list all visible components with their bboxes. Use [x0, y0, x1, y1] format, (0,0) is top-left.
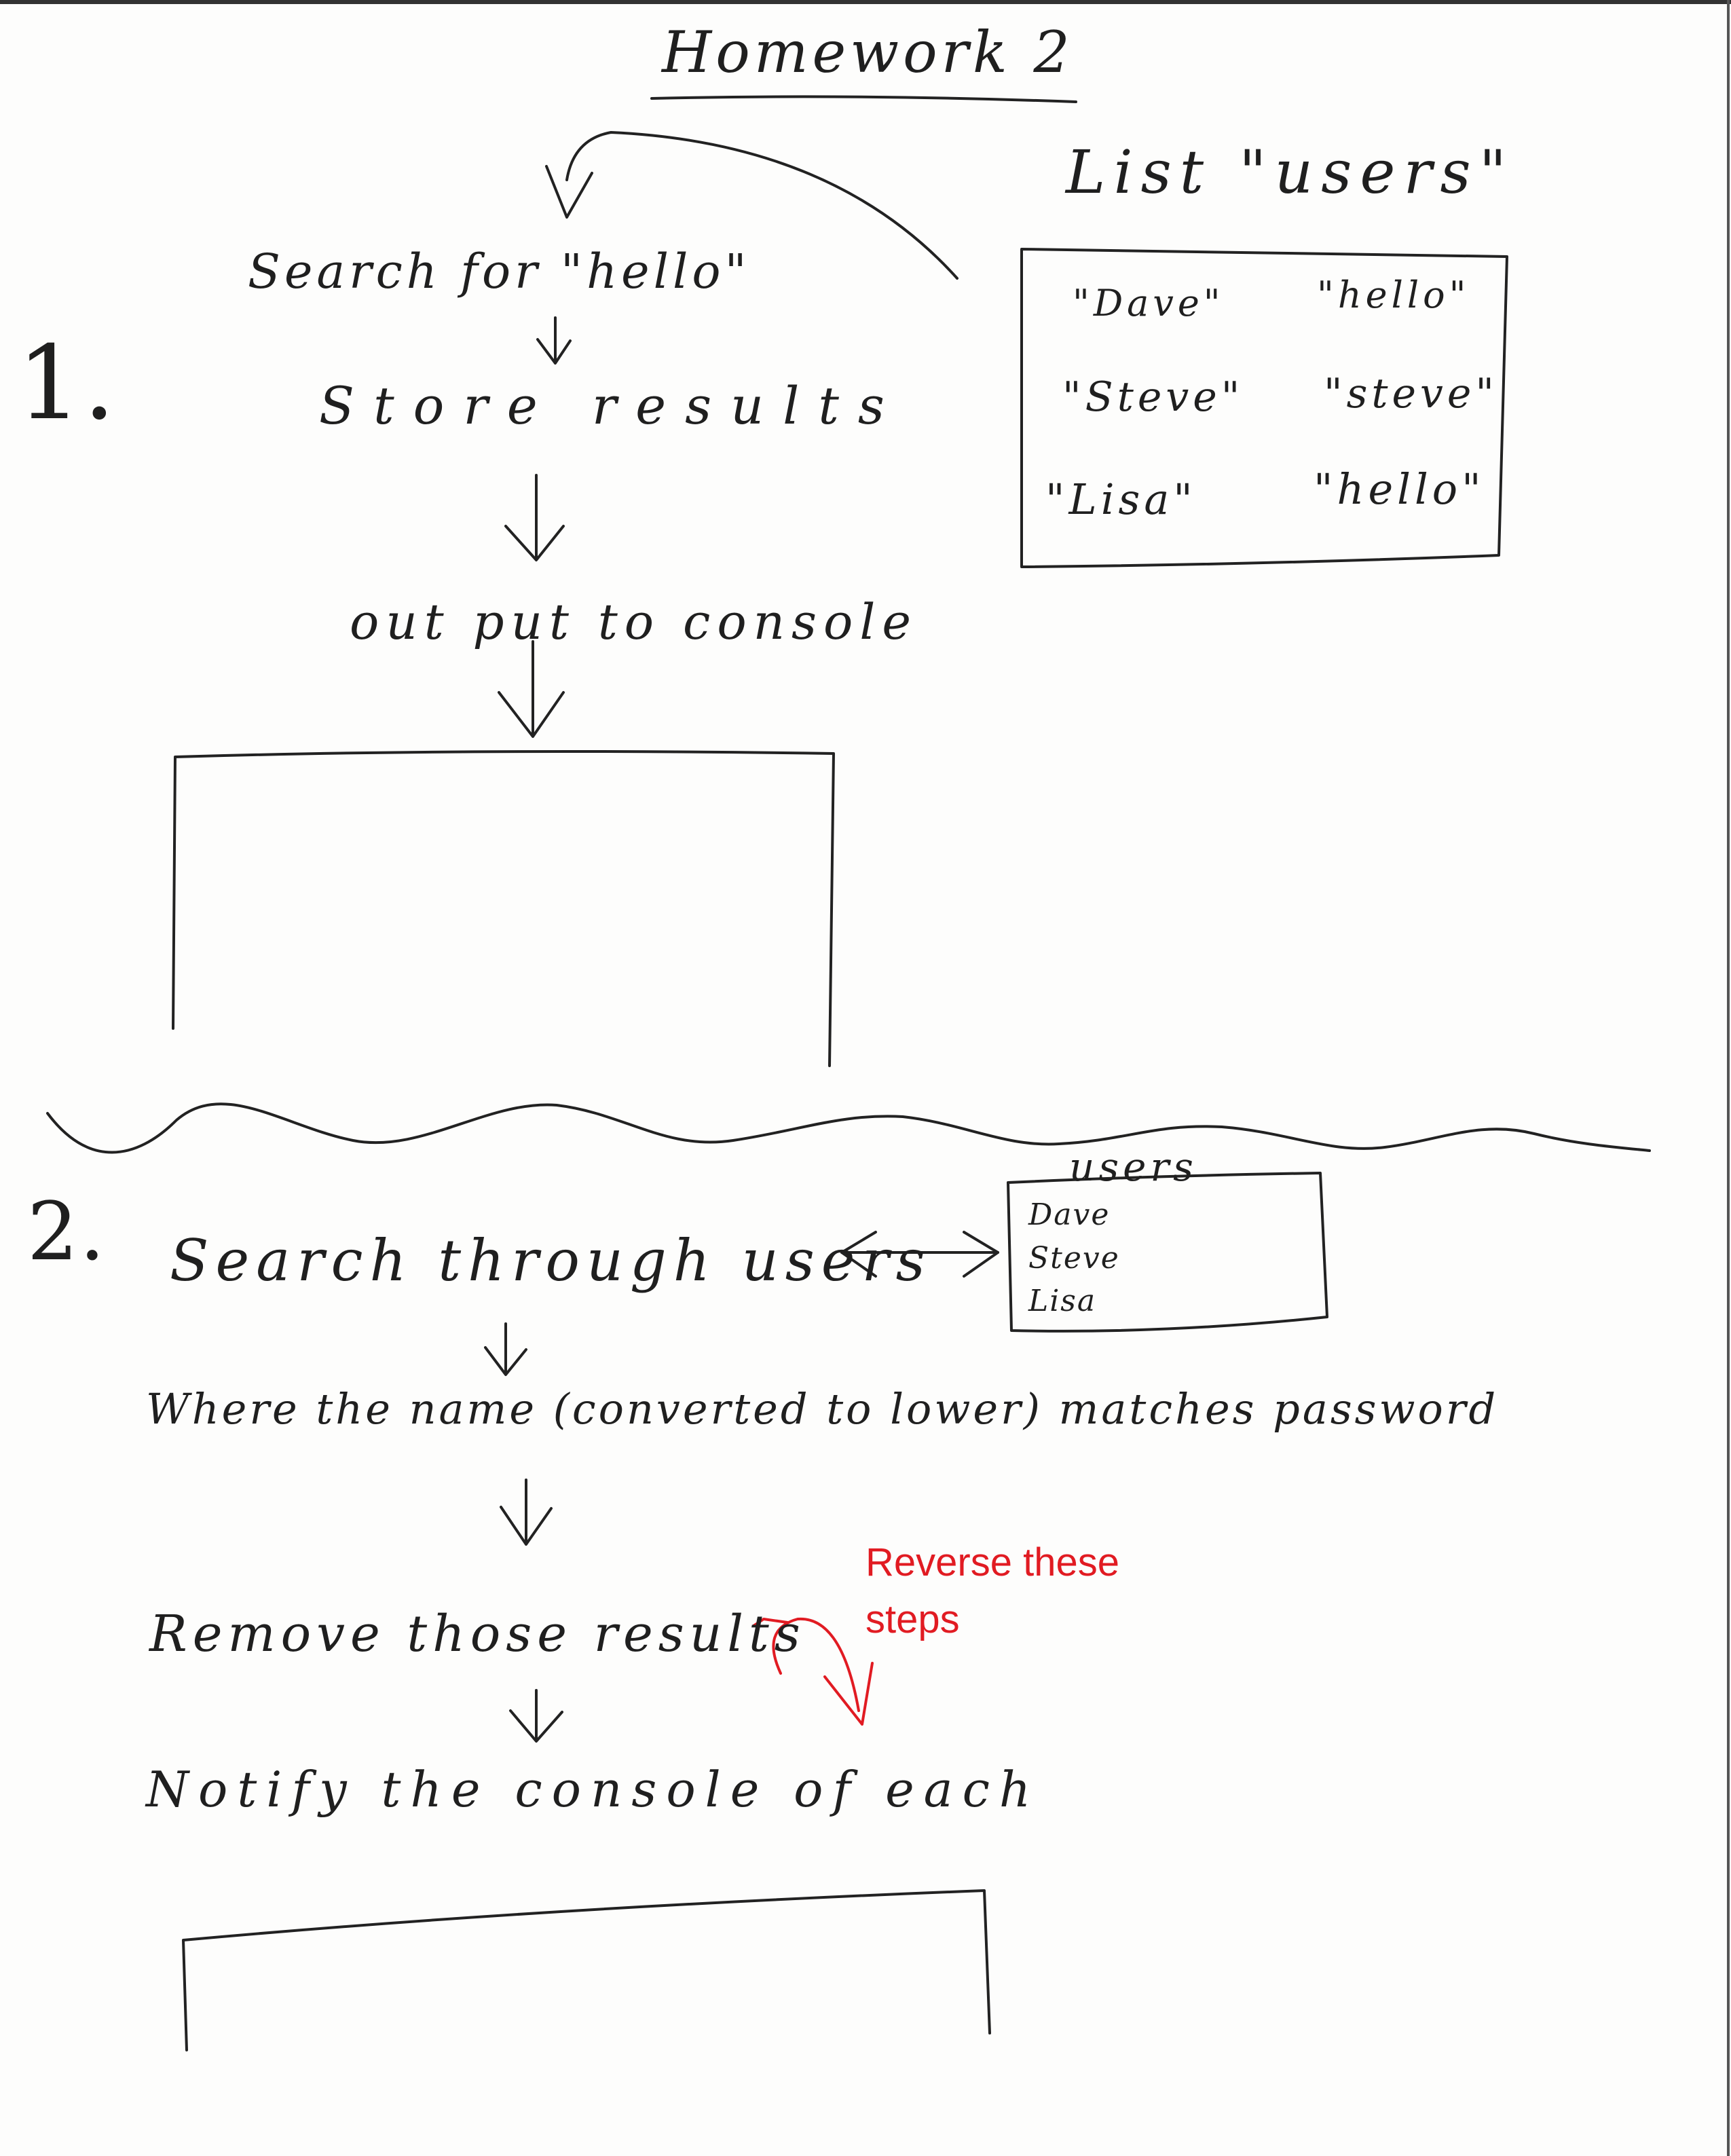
curved-arrow-head [545, 165, 593, 219]
down-arrow-4 [484, 1322, 527, 1376]
users-box-title: users [1069, 1144, 1197, 1190]
down-arrow-6 [509, 1689, 563, 1743]
list-item: "hello" [1314, 464, 1485, 514]
wavy-divider [46, 1102, 1651, 1154]
users-box-item: Lisa [1028, 1284, 1097, 1318]
users-box [1007, 1172, 1328, 1333]
step-where-name-matches: Where the name (converted to lower) matc… [146, 1384, 1499, 1434]
list-item: "hello" [1317, 274, 1470, 316]
double-arrow [840, 1231, 999, 1278]
section-1-number: 1. [17, 324, 117, 443]
red-swap-arrow [752, 1617, 874, 1726]
down-arrow-3 [498, 640, 565, 738]
down-arrow-2 [504, 474, 565, 561]
list-item: "Steve" [1062, 373, 1244, 421]
annotation-line-2: steps [866, 1597, 960, 1642]
step-search-hello: Search for "hello" [248, 244, 751, 299]
down-arrow-1 [536, 316, 572, 365]
users-box-item: Steve [1028, 1241, 1120, 1276]
list-item: "Lisa" [1045, 475, 1197, 524]
step-notify-console: Notify the console of each [146, 1761, 1041, 1818]
page-title: Homework 2 [662, 19, 1074, 86]
down-arrow-5 [500, 1479, 553, 1546]
annotation-line-1: Reverse these [866, 1540, 1119, 1584]
list-item: "steve" [1324, 370, 1499, 417]
step-remove-results: Remove those results [149, 1605, 806, 1663]
step-output-console: out put to console [350, 593, 918, 650]
users-box-item: Dave [1028, 1197, 1111, 1232]
console-box-2 [182, 1889, 991, 2051]
section-2-number: 2. [27, 1185, 107, 1278]
list-item: "Dave" [1073, 282, 1225, 324]
step-store-results: Store results [319, 375, 904, 436]
list-users-title: List "users" [1066, 137, 1515, 207]
title-underline [650, 95, 1077, 103]
curved-arrow-from-list [565, 131, 958, 280]
reverse-steps-annotation: Reverse these steps [866, 1534, 1119, 1648]
console-box-1 [172, 749, 835, 1067]
list-users-box [1020, 248, 1508, 568]
step-search-users: Search through users [170, 1227, 932, 1294]
